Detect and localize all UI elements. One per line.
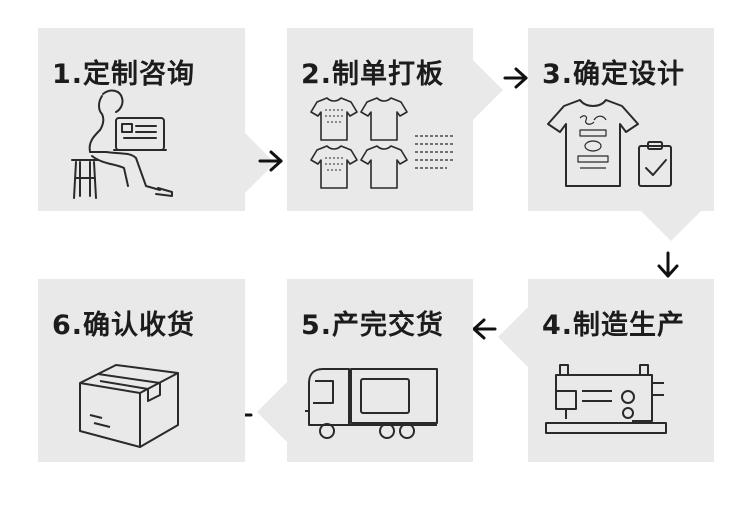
step-notch <box>473 60 503 120</box>
sewing-machine-icon <box>545 364 667 434</box>
step-title-1: 1.定制咨询 <box>52 59 196 90</box>
arrow-right-icon <box>503 67 528 89</box>
person-laptop-icon <box>71 89 173 199</box>
step-title-5: 5.产完交货 <box>301 310 445 341</box>
step-card-2: 2.制单打板 <box>287 28 503 211</box>
step-title-4: 4.制造生产 <box>542 310 686 341</box>
step-notch <box>498 307 528 367</box>
step-title-3: 3.确定设计 <box>542 59 686 90</box>
arrow-left-icon <box>472 318 497 340</box>
step-card-4: 4.制造生产 <box>498 279 714 462</box>
step-title-6: 6.确认收货 <box>52 310 196 341</box>
clipboard-check-icon <box>638 141 672 187</box>
arrow-right-icon <box>258 150 283 172</box>
step-notch <box>641 211 701 241</box>
box-icon <box>79 364 179 448</box>
arrow-down-icon <box>657 251 679 278</box>
step-card-1: 1.定制咨询 <box>38 28 275 211</box>
step-notch <box>245 133 275 193</box>
tshirt-grid-icon <box>310 97 455 189</box>
step-card-5: 5.产完交货 <box>257 279 473 462</box>
step-card-6: 6.确认收货 <box>38 279 245 462</box>
truck-icon <box>305 368 438 439</box>
step-card-3: 3.确定设计 <box>528 28 714 241</box>
step-title-2: 2.制单打板 <box>301 59 445 90</box>
step-notch <box>257 382 287 442</box>
tshirt-design-icon <box>547 99 639 187</box>
